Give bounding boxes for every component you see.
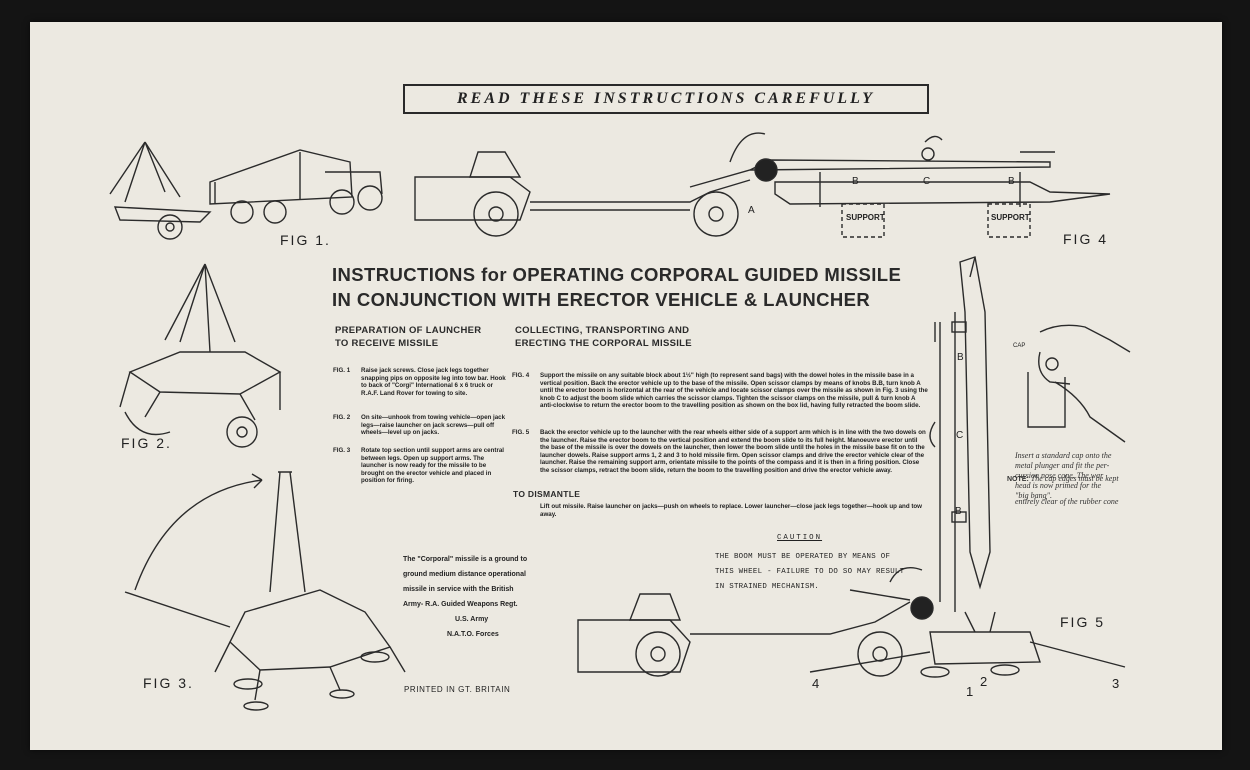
section-heading-preparation: PREPARATION OF LAUNCHER TO RECEIVE MISSI… bbox=[335, 324, 481, 350]
corporal-note-line: Army- R.A. Guided Weapons Regt. bbox=[403, 601, 518, 608]
fig3-drawing bbox=[124, 471, 406, 711]
corporal-note-line: missile in service with the British bbox=[403, 586, 514, 593]
step-fig5-label: FIG. 5 bbox=[512, 429, 530, 436]
fig2-caption: FIG 2. bbox=[121, 435, 172, 451]
dismantle-text-body: Lift out missile. Raise launcher on jack… bbox=[540, 503, 922, 518]
section-right-line-2: ERECTING THE CORPORAL MISSILE bbox=[515, 338, 692, 349]
corporal-note-line: ground medium distance operational bbox=[403, 571, 526, 578]
caution-line: THIS WHEEL - FAILURE TO DO SO MAY RESULT bbox=[715, 568, 905, 576]
fig5-callout-b-top: B bbox=[957, 352, 964, 363]
fig5-caption: FIG 5 bbox=[1060, 614, 1106, 630]
fig4-support-2: SUPPORT bbox=[991, 213, 1030, 222]
cap-line: cussion nose cone. The war bbox=[1015, 471, 1104, 480]
cap-hands-drawing bbox=[1027, 324, 1131, 443]
caution-heading: CAUTION bbox=[777, 534, 823, 542]
fig4-callout-a: A bbox=[748, 205, 755, 216]
fig1-drawing bbox=[109, 141, 383, 240]
section-left-line-1: PREPARATION OF LAUNCHER bbox=[335, 325, 482, 336]
instruction-sheet: READ THESE INSTRUCTIONS CAREFULLY bbox=[30, 22, 1222, 750]
corporal-note-line: U.S. Army bbox=[455, 616, 489, 623]
corporal-note-line: N.A.T.O. Forces bbox=[447, 631, 499, 638]
caution-line: THE BOOM MUST BE OPERATED BY MEANS OF bbox=[715, 553, 891, 561]
cap-line: metal plunger and fit the per- bbox=[1015, 461, 1110, 470]
dismantle-text: Lift out missile. Raise launcher on jack… bbox=[540, 503, 930, 518]
cap-note-text: The cap edges must be kept bbox=[1030, 474, 1119, 483]
fig5-arm-4: 4 bbox=[812, 676, 820, 691]
step-fig4: FIG. 4 Support the missile on any suitab… bbox=[512, 372, 928, 410]
fig1-caption: FIG 1. bbox=[280, 232, 331, 248]
fig5-arm-1: 1 bbox=[966, 684, 974, 699]
section-heading-collecting: COLLECTING, TRANSPORTING AND ERECTING TH… bbox=[515, 324, 692, 350]
fig5-arm-2: 2 bbox=[980, 674, 988, 689]
fig5-drawing bbox=[577, 256, 1126, 678]
fig5-callout-b-low: B bbox=[955, 506, 962, 517]
step-fig4-label: FIG. 4 bbox=[512, 372, 530, 379]
title-line-1: INSTRUCTIONS for OPERATING CORPORAL GUID… bbox=[332, 264, 902, 285]
step-fig3-text: Rotate top section until support arms ar… bbox=[361, 447, 505, 485]
fig4-support-1: SUPPORT bbox=[846, 213, 885, 222]
fig5-arm-3: 3 bbox=[1112, 676, 1120, 691]
dismantle-heading: TO DISMANTLE bbox=[513, 489, 581, 499]
fig4-drawing bbox=[414, 132, 1111, 238]
step-fig1-text: Raise jack screws. Close jack legs toget… bbox=[361, 367, 506, 397]
section-right-line-1: COLLECTING, TRANSPORTING AND bbox=[515, 325, 690, 336]
illustrations bbox=[109, 132, 1131, 711]
cap-line: head is now primed for the bbox=[1015, 481, 1101, 490]
step-fig5-text: Back the erector vehicle up to the launc… bbox=[540, 429, 926, 474]
title-line-2: IN CONJUNCTION WITH ERECTOR VEHICLE & LA… bbox=[332, 289, 871, 310]
step-fig2-label: FIG. 2 bbox=[333, 414, 351, 421]
step-fig2: FIG. 2 On site—unhook from towing vehicl… bbox=[333, 414, 511, 437]
step-fig2-text: On site—unhook from towing vehicle—open … bbox=[361, 414, 506, 437]
cap-note-label: NOTE: bbox=[1007, 476, 1029, 483]
step-fig4-text: Support the missile on any suitable bloc… bbox=[540, 372, 928, 410]
fig2-drawing bbox=[119, 263, 282, 448]
cap-label: CAP bbox=[1013, 343, 1026, 349]
step-fig5: FIG. 5 Back the erector vehicle up to th… bbox=[512, 429, 928, 475]
caution-box: CAUTION THE BOOM MUST BE OPERATED BY MEA… bbox=[715, 531, 904, 595]
page-title: INSTRUCTIONS for OPERATING CORPORAL GUID… bbox=[332, 262, 901, 312]
step-fig1-label: FIG. 1 bbox=[333, 367, 351, 374]
printed-in-label: PRINTED IN GT. BRITAIN bbox=[404, 685, 511, 694]
corporal-note-line: The "Corporal" missile is a ground to bbox=[403, 556, 528, 563]
fig5-callout-c: C bbox=[956, 430, 964, 441]
cap-line: "big bang". bbox=[1015, 491, 1052, 500]
step-fig3: FIG. 3 Rotate top section until support … bbox=[333, 447, 511, 485]
section-left-line-2: TO RECEIVE MISSILE bbox=[335, 338, 439, 349]
banner-heading: READ THESE INSTRUCTIONS CAREFULLY bbox=[403, 84, 929, 114]
step-fig1: FIG. 1 Raise jack screws. Close jack leg… bbox=[333, 367, 511, 397]
fig3-caption: FIG 3. bbox=[143, 675, 194, 691]
cap-note-line-2: entirely clear of the rubber cone bbox=[1015, 497, 1119, 506]
corporal-note: The "Corporal" missile is a ground to gr… bbox=[403, 552, 553, 642]
step-fig3-label: FIG. 3 bbox=[333, 447, 351, 454]
cap-note: NOTE: The cap edges must be kept entirel… bbox=[1007, 472, 1147, 507]
cap-line: Insert a standard cap onto the bbox=[1015, 451, 1112, 460]
caution-line: IN STRAINED MECHANISM. bbox=[715, 583, 820, 591]
fig4-callout-b2: B bbox=[1008, 176, 1015, 187]
fig4-callout-c: C bbox=[923, 176, 931, 187]
cap-instructions: Insert a standard cap onto the metal plu… bbox=[1015, 451, 1145, 501]
fig4-callout-b1: B bbox=[852, 176, 859, 187]
fig4-caption: FIG 4 bbox=[1063, 231, 1109, 247]
